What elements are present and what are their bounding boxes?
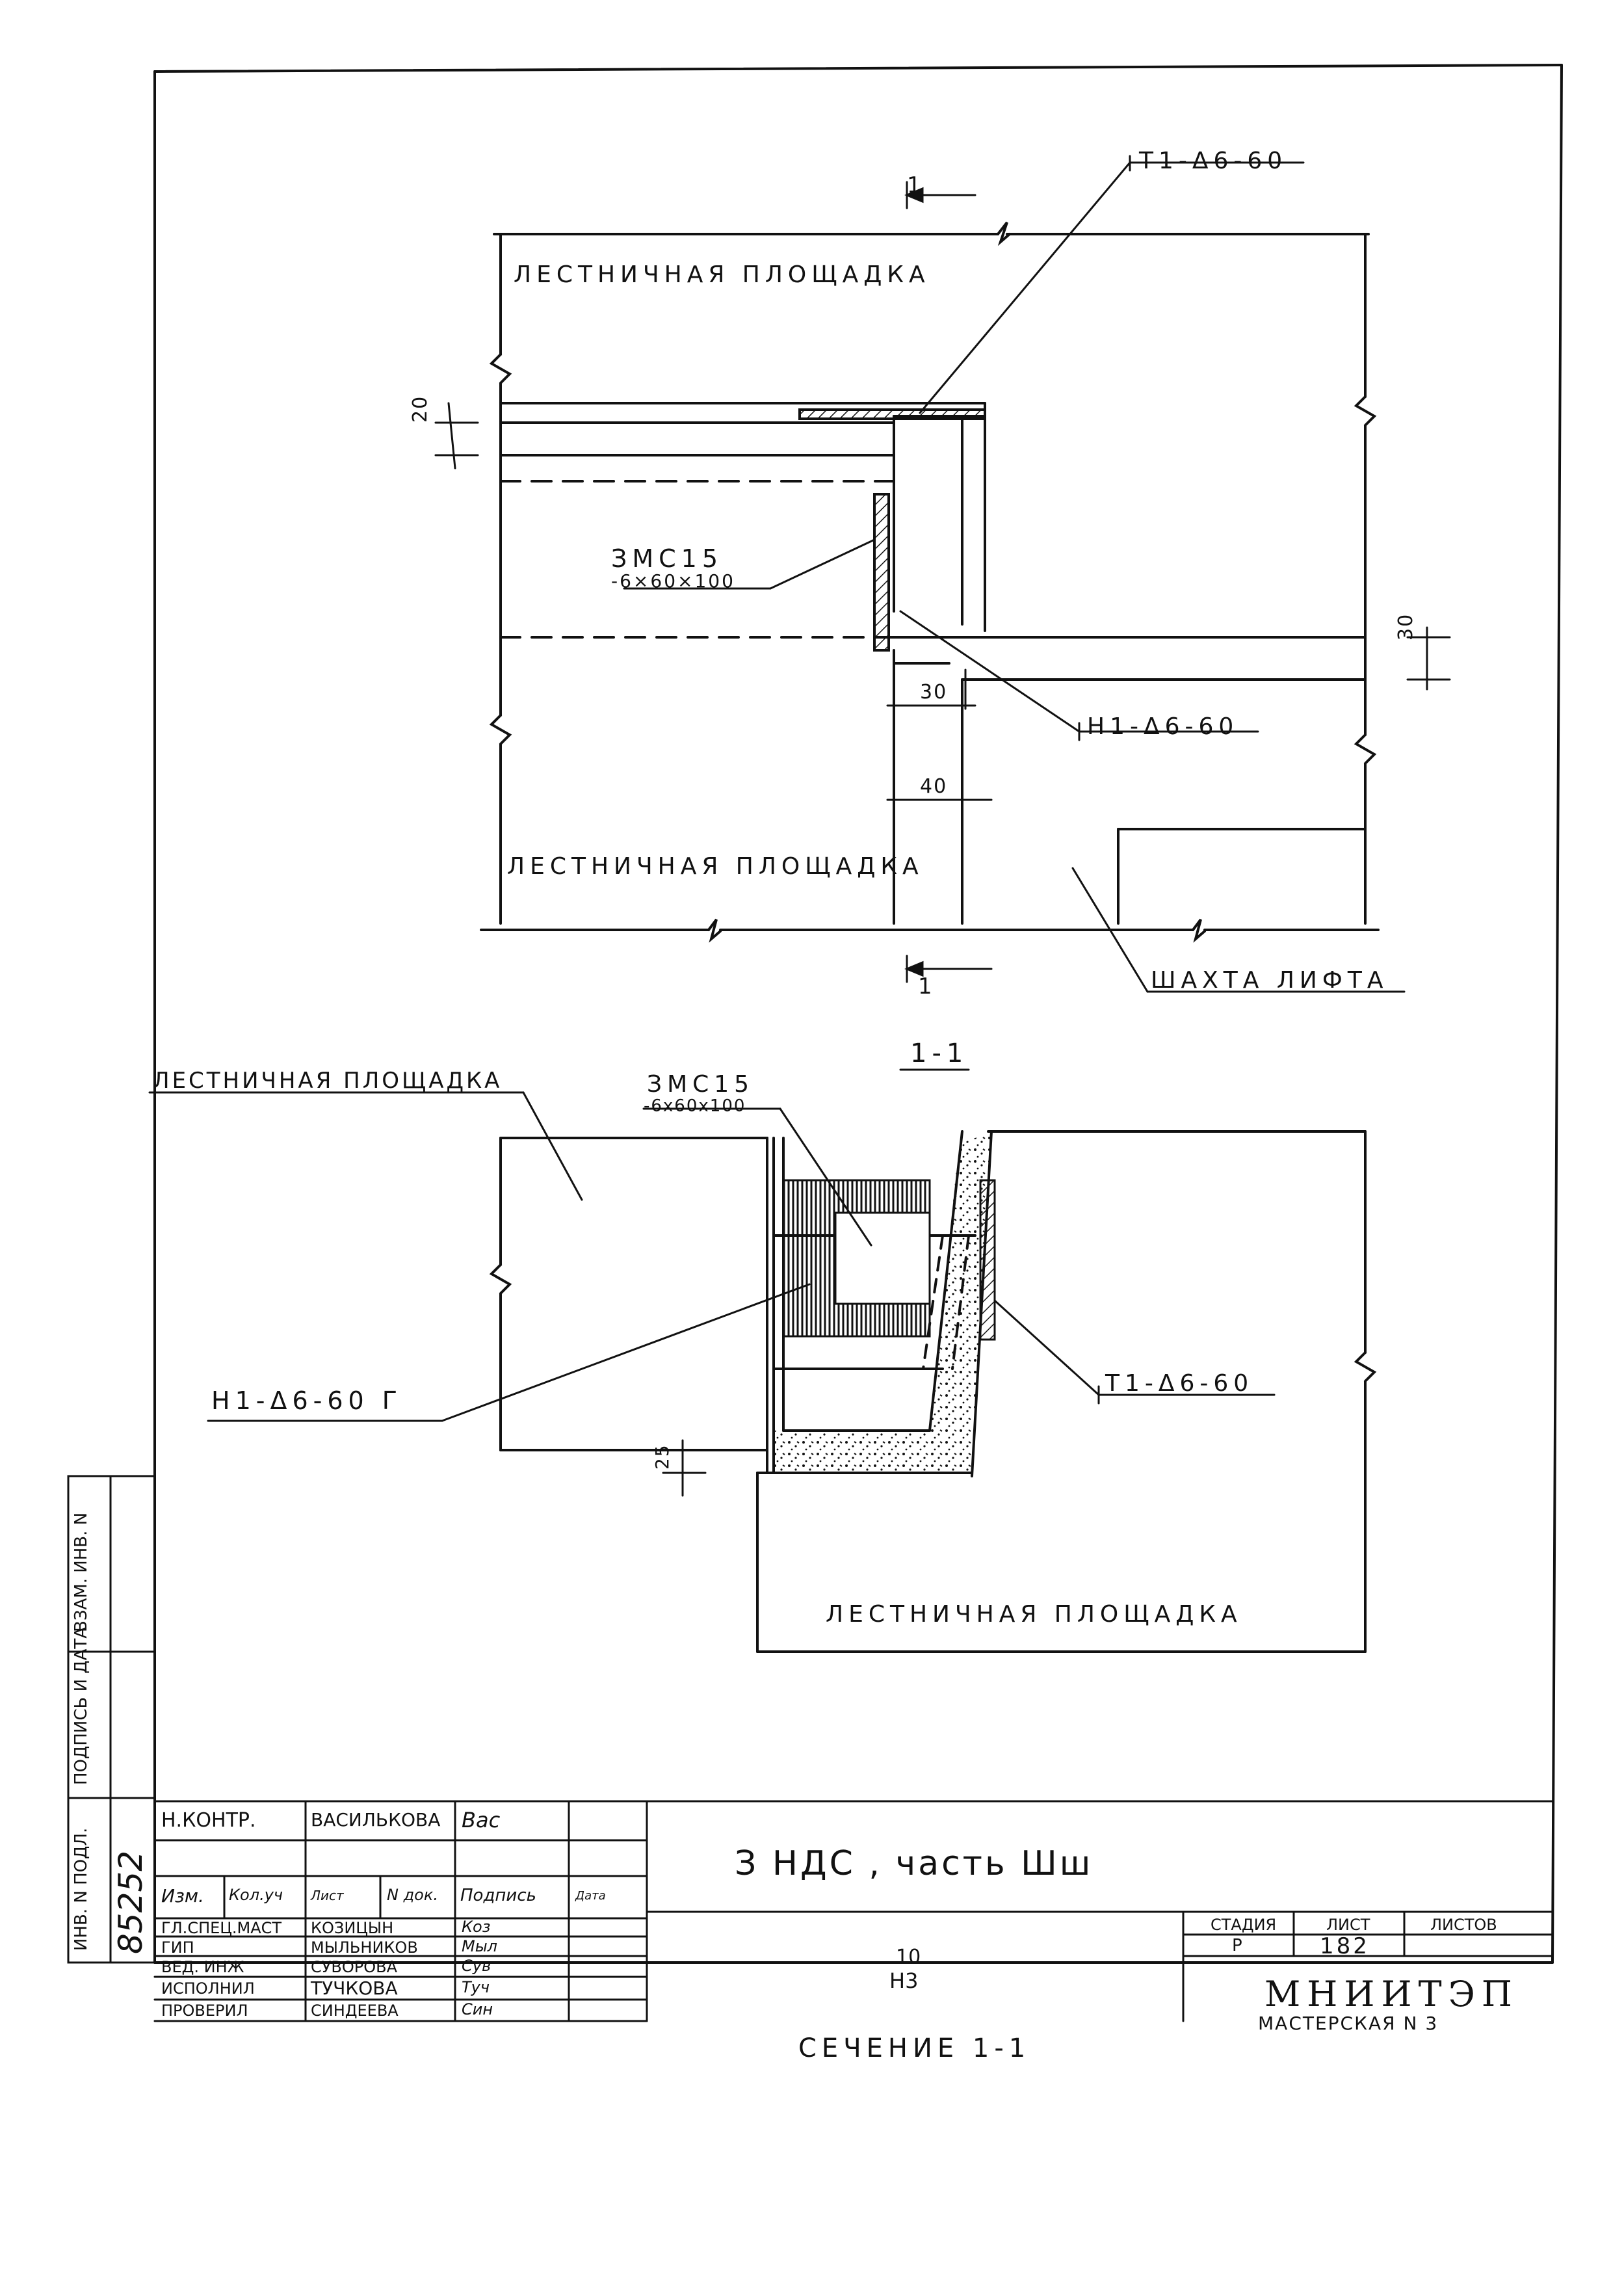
t1-label-section: Т1-Δ6-60 — [1105, 1370, 1254, 1397]
section-mark-bottom: 1 — [918, 973, 937, 999]
section-title: 1-1 — [910, 1038, 969, 1068]
h1-label-section: Н1-Δ6-60 Г — [211, 1386, 402, 1415]
shaft-label: ШАХТА ЛИФТА — [1151, 967, 1389, 994]
h1-label-plan: Н1-Δ6-60 — [1087, 713, 1239, 740]
concrete-fill — [774, 1131, 991, 1473]
landing-label-section-left: ЛЕСТНИЧНАЯ ПЛОЩАДКА — [153, 1068, 503, 1094]
code-bottom: Н3 — [889, 1968, 919, 1993]
stage-header: СТАДИЯ — [1211, 1916, 1277, 1934]
section-leaders — [148, 1091, 1276, 1497]
code-top: 10 — [896, 1946, 921, 1968]
project-title: З НДС , часть Шш — [735, 1844, 1094, 1883]
dim-25: 25 — [651, 1444, 673, 1470]
title-block — [153, 1800, 1554, 2022]
t1-label-plan: Т1-Δ6-60 — [1139, 148, 1288, 174]
list-value: 182 — [1320, 1933, 1370, 1959]
n-kontr-name: ВАСИЛЬКОВА — [311, 1809, 441, 1831]
side-inv-number: 85252 — [112, 1850, 150, 1954]
plan-leaders — [434, 155, 1451, 993]
listov-header: ЛИСТОВ — [1430, 1916, 1497, 1934]
stage-value: Р — [1232, 1936, 1242, 1955]
row-role: ВЕД. ИНЖ — [161, 1958, 244, 1976]
header-list: Лист — [311, 1888, 344, 1903]
landing-label-top: ЛЕСТНИЧНАЯ ПЛОЩАДКА — [514, 261, 930, 288]
row-name: КОЗИЦЫН — [311, 1919, 394, 1937]
weld-plate — [979, 1179, 996, 1341]
row-sign: Туч — [462, 1978, 490, 1996]
row-name: СИНДЕЕВА — [311, 2002, 399, 2020]
header-koluch: Кол.уч — [229, 1886, 283, 1904]
header-izm: Изм. — [161, 1885, 204, 1907]
header-data: Дата — [575, 1889, 606, 1903]
n-kontr-sign: Вас — [462, 1808, 501, 1832]
side-vzam-inv: ВЗАМ. ИНВ. N — [72, 1512, 91, 1632]
side-podpis-data: ПОДПИСЬ И ДАТА — [72, 1626, 91, 1785]
header-podpis: Подпись — [460, 1886, 536, 1905]
header-ndok: N док. — [387, 1886, 438, 1904]
workshop-name: МАСТЕРСКАЯ N 3 — [1258, 2013, 1439, 2034]
mc-label-section: ЗМС15 — [647, 1071, 755, 1098]
plate-cutout — [834, 1211, 931, 1305]
row-sign: Син — [462, 2000, 493, 2018]
row-name: ТУЧКОВА — [311, 1977, 398, 1999]
row-sign: Коз — [462, 1918, 491, 1936]
list-header: ЛИСТ — [1326, 1916, 1370, 1934]
row-name: СУВОРОВА — [311, 1958, 397, 1976]
row-role: ПРОВЕРИЛ — [161, 2002, 248, 2020]
sheet-frame — [153, 64, 1563, 1964]
row-sign: Сув — [462, 1957, 491, 1975]
dim-20: 20 — [409, 395, 432, 423]
mc-size-plan: -6×60×100 — [611, 570, 735, 592]
side-stamp — [67, 1475, 156, 1964]
section-view — [489, 1068, 1377, 1653]
landing-label-bottom: ЛЕСТНИЧНАЯ ПЛОЩАДКА — [507, 853, 924, 880]
dim-30-right: 30 — [1395, 613, 1417, 641]
dim-40: 40 — [920, 775, 948, 798]
dim-30-mid: 30 — [920, 681, 948, 704]
mc-label-plan: ЗМС15 — [611, 544, 724, 573]
section-mark-top: 1 — [907, 172, 926, 198]
row-role: ГЛ.СПЕЦ.МАСТ — [161, 1919, 282, 1937]
row-role: ГИП — [161, 1938, 194, 1957]
row-role: ИСПОЛНИЛ — [161, 1979, 255, 1998]
row-sign: Мыл — [462, 1937, 497, 1955]
plan-view — [480, 221, 1380, 943]
n-kontr-role: Н.КОНТР. — [161, 1809, 256, 1832]
sheet-title: СЕЧЕНИЕ 1-1 — [798, 2033, 1031, 2063]
mc-size-section: -6х60х100 — [644, 1096, 746, 1116]
landing-label-section-bottom: ЛЕСТНИЧНАЯ ПЛОЩАДКА — [826, 1601, 1242, 1628]
side-inv-podl: ИНВ. N ПОДЛ. — [72, 1827, 91, 1951]
row-name: МЫЛЬНИКОВ — [311, 1938, 418, 1957]
org-name: МНИИТЭП — [1264, 1974, 1519, 2015]
